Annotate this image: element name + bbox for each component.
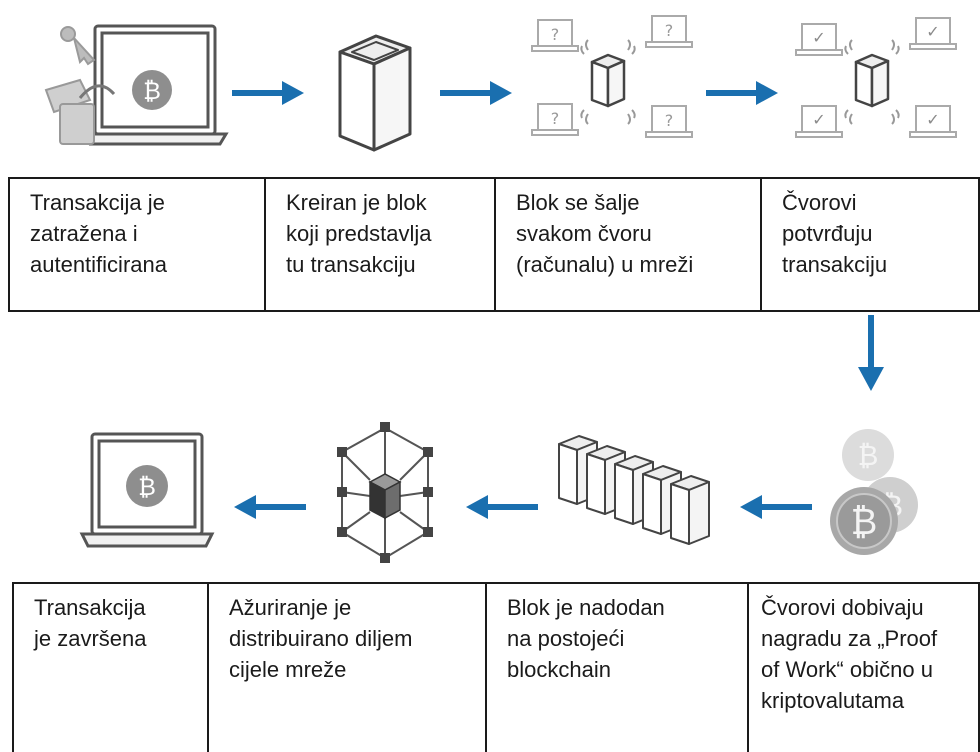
- arrow-right-1: [232, 81, 304, 105]
- step-3-text: Blok se šalje svakom čvoru (računalu) u …: [496, 179, 762, 310]
- arrow-right-2: [440, 81, 512, 105]
- step-7-text: Ažuriranje je distribuirano diljem cijel…: [209, 584, 487, 752]
- laptop-complete-icon: ₿: [79, 432, 215, 548]
- verified-network-icon: ✓ ✓ ✓ ✓: [795, 17, 957, 138]
- broadcast-network-icon: ? ? ? ?: [531, 15, 693, 138]
- distributed-lattice-icon: [337, 422, 433, 563]
- unverified-mark-2: ?: [665, 21, 674, 40]
- bitcoin-symbol: ₿: [138, 473, 156, 501]
- arrow-down: [858, 315, 884, 391]
- unverified-mark-3: ?: [551, 109, 560, 128]
- step-1-text: Transakcija je zatražena i autentificira…: [10, 179, 266, 310]
- step-8-text: Transakcija je završena: [14, 584, 209, 752]
- arrow-left-1: [234, 495, 306, 519]
- block-icon: [338, 34, 412, 152]
- step-5-text: Čvorovi dobivaju nagradu za „Proof of Wo…: [761, 595, 938, 713]
- arrow-right-3: [706, 81, 778, 105]
- step-2-text: Kreiran je blok koji predstavlja tu tran…: [266, 179, 496, 310]
- verified-mark-3: ✓: [812, 110, 825, 129]
- bitcoin-symbol: ₿: [851, 502, 878, 543]
- blockchain-icon: [558, 435, 710, 545]
- bitcoin-symbol: ₿: [858, 439, 879, 472]
- arrow-left-3: [740, 495, 812, 519]
- step-4-text: Čvorovi potvrđuju transakciju: [782, 190, 888, 277]
- laptop-request-icon: ₿: [44, 24, 229, 146]
- bitcoin-symbol: ₿: [143, 77, 161, 105]
- verified-mark-2: ✓: [926, 22, 939, 41]
- bottom-steps-table: Transakcija je završena Ažuriranje je di…: [12, 582, 980, 752]
- bitcoin-coins-icon: ₿ ₿ ₿: [830, 429, 918, 555]
- arrow-left-2: [466, 495, 538, 519]
- verified-mark-1: ✓: [812, 28, 825, 47]
- unverified-mark-4: ?: [665, 111, 674, 130]
- unverified-mark-1: ?: [551, 25, 560, 44]
- top-steps-table: Transakcija je zatražena i autentificira…: [8, 177, 980, 312]
- step-6-text: Blok je nadodan na postojeći blockchain: [487, 584, 749, 752]
- verified-mark-4: ✓: [926, 110, 939, 129]
